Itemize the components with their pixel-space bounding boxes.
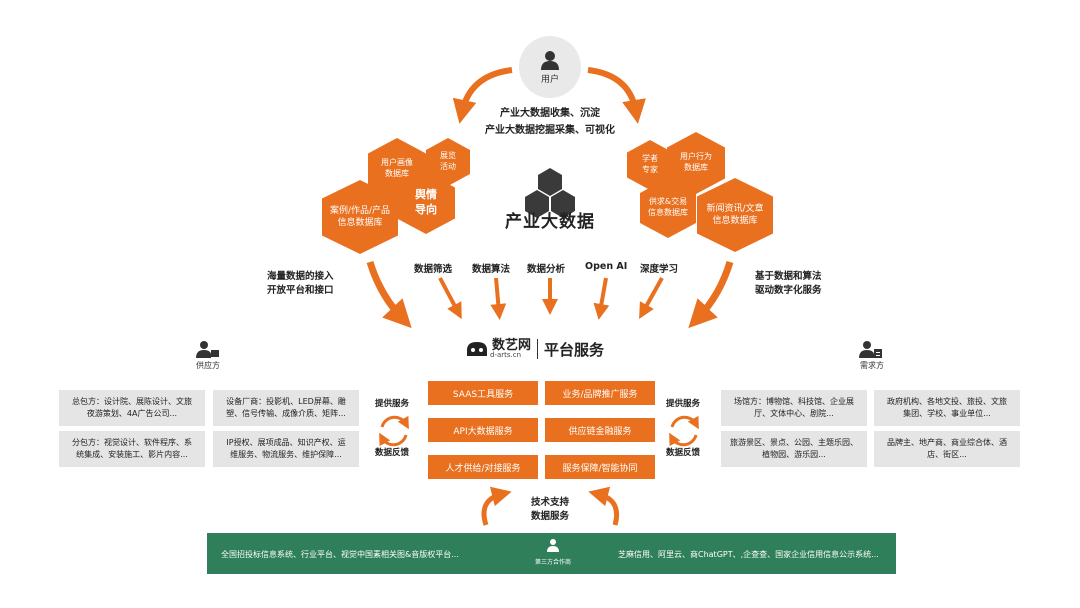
tool-analysis: 数据分析 xyxy=(527,264,566,275)
supplier-box-subcontractor: 分包方：视觉设计、软件程序、系 统集成、安装施工、影片内容... xyxy=(59,431,205,467)
demander-icon xyxy=(859,341,882,358)
supplier-box-general-contractor: 总包方：设计院、展陈设计、文旅 夜游策划、4A广告公司... xyxy=(59,390,205,426)
service-brand-promotion: 业务/品牌推广服务 xyxy=(545,381,655,405)
right-side-caption: 基于数据和算法 驱动数字化服务 xyxy=(755,271,822,297)
supplier-label: 供应方 xyxy=(196,361,220,370)
third-party-left: 全国招投标信息系统、行业平台、视觉中国素相关图&音版权平台... xyxy=(221,550,459,559)
arrow-top-right xyxy=(587,67,646,124)
brand-divider xyxy=(537,339,539,359)
service-saas: SAAS工具服务 xyxy=(428,381,538,405)
user-label: 用户 xyxy=(540,74,559,85)
tech-support-caption: 技术支持 数据服务 xyxy=(530,497,569,523)
demander-label: 需求方 xyxy=(860,361,884,370)
arrow-top-left xyxy=(452,67,513,124)
supplier-box-equipment: 设备厂商：投影机、LED屏幕、雕 塑、信号传输、成像介质、矩阵... xyxy=(213,390,359,426)
right-feedback-label: 数据反馈 xyxy=(666,448,701,458)
demander-box-venues: 场馆方：博物馆、科技馆、企业展 厅、文体中心、剧院... xyxy=(721,390,867,426)
brand-name-cn: 数艺网 xyxy=(492,338,532,353)
service-talent: 人才供给/对接服务 xyxy=(428,455,538,479)
arrow-left-down xyxy=(366,260,412,329)
supplier-node xyxy=(196,340,222,362)
top-caption-1: 产业大数据收集、沉淀 xyxy=(500,108,600,119)
service-supply-finance: 供应链金融服务 xyxy=(545,418,655,442)
arrow-right-down xyxy=(688,260,734,329)
hex-news-articles: 新闻资讯/文章 信息数据库 xyxy=(697,178,773,252)
bigdata-cubes-icon xyxy=(525,168,575,218)
partner-icon xyxy=(547,539,559,552)
brand-name-en: d-arts.cn xyxy=(490,351,522,359)
supplier-icon xyxy=(196,341,219,358)
left-side-caption: 海量数据的接入 开放平台和接口 xyxy=(267,271,334,297)
demander-box-government: 政府机构、各地文投、旅投、文旅 集团、学校、事业单位... xyxy=(874,390,1020,426)
top-caption-2: 产业大数据挖掘采集、可视化 xyxy=(485,125,615,136)
demander-box-brands: 品牌主、地产商、商业综合体、酒 店、街区... xyxy=(874,431,1020,467)
service-guarantee: 服务保障/智能协同 xyxy=(545,455,655,479)
third-party-bar: 全国招投标信息系统、行业平台、视觉中国素相关图&音版权平台... 第三方合作商 … xyxy=(207,533,896,574)
user-icon xyxy=(541,50,559,70)
third-party-center: 第三方合作商 xyxy=(533,537,573,566)
platform-brand: 数艺网 d-arts.cn 平台服务 xyxy=(466,336,636,362)
supplier-box-ip-services: IP授权、展项成品、知识产权、运 维服务、物流服务、维护保障... xyxy=(213,431,359,467)
user-node: 用户 xyxy=(519,36,581,98)
platform-title: 平台服务 xyxy=(544,340,605,359)
tool-deep-learning: 深度学习 xyxy=(640,264,679,275)
third-party-right: 芝麻信用、阿里云、商ChatGPT、,企查查、国家企业信用信息公示系统... xyxy=(618,550,879,559)
tool-openai: Open AI xyxy=(585,261,628,272)
left-provide-label: 提供服务 xyxy=(375,399,410,409)
demander-node xyxy=(859,340,885,362)
center-title: 产业大数据 xyxy=(505,212,595,232)
service-api-bigdata: API大数据服务 xyxy=(428,418,538,442)
right-provide-label: 提供服务 xyxy=(666,399,701,409)
left-feedback-label: 数据反馈 xyxy=(375,448,410,458)
brand-logo-icon xyxy=(466,340,488,358)
tool-filter: 数据筛选 xyxy=(414,264,453,275)
demander-box-scenic: 旅游景区、景点、公园、主题乐园、 植物园、游乐园... xyxy=(721,431,867,467)
tool-algorithm: 数据算法 xyxy=(472,264,511,275)
